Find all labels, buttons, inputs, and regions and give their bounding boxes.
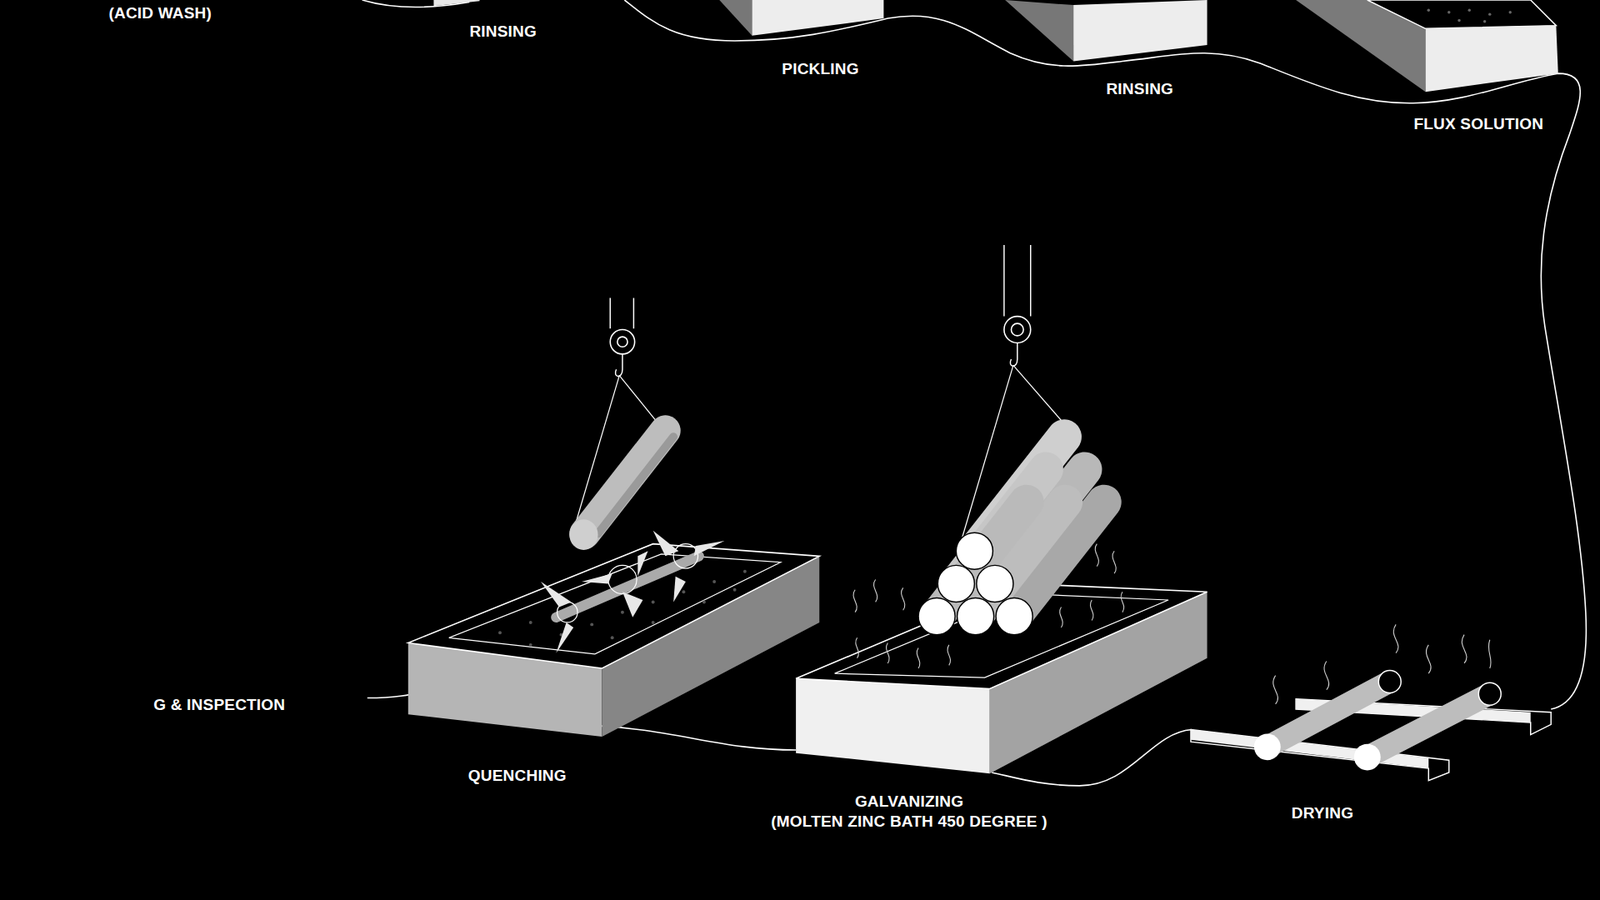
stage-label: G & INSPECTION: [153, 695, 285, 715]
stage-label: FLUX SOLUTION: [1413, 115, 1544, 134]
stage-label: RINSING: [469, 22, 537, 41]
stage-label: RINSING: [1105, 80, 1174, 99]
stage-label: DRYING: [1291, 804, 1354, 823]
stage-label: (ACID WASH): [108, 4, 212, 23]
stage-label: (MOLTEN ZINC BATH 450 DEGREE ): [770, 812, 1047, 831]
stage-label: GALVANIZING: [855, 792, 964, 811]
stage-label: QUENCHING: [468, 766, 567, 785]
stage-label: PICKLING: [781, 60, 859, 79]
